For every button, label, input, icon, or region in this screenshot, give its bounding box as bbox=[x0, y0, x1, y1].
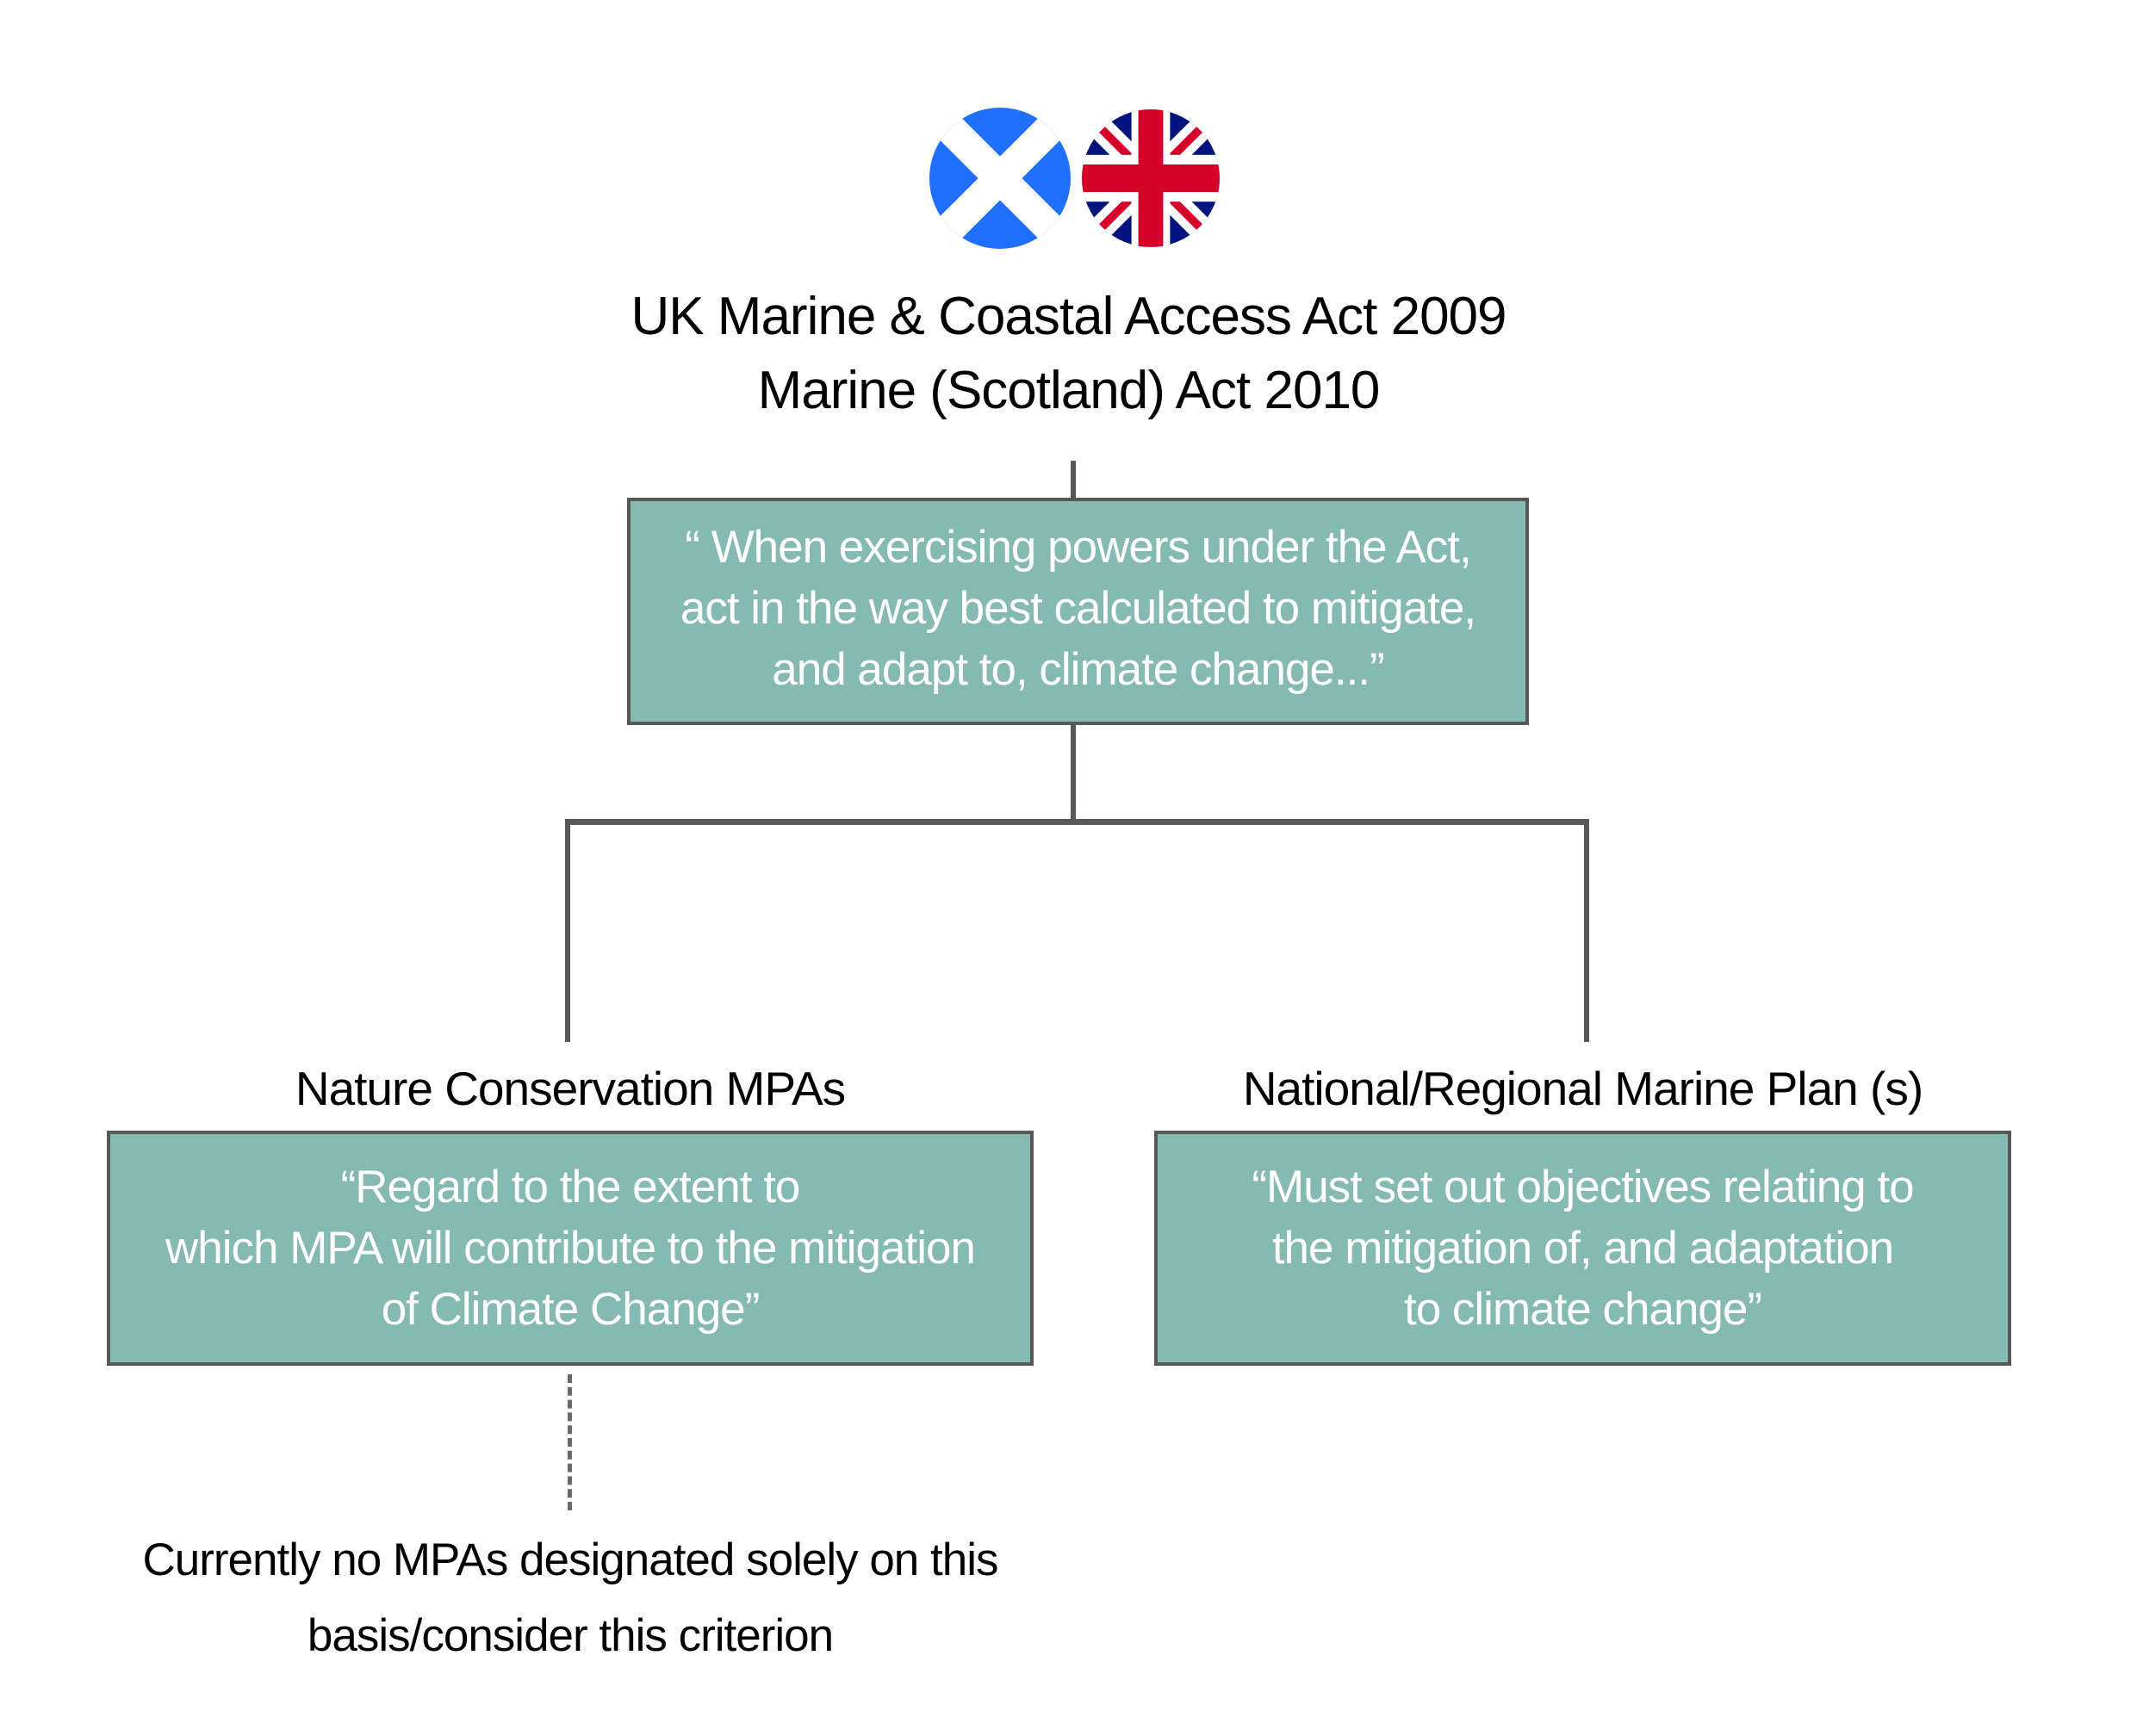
dashed-connector bbox=[568, 1374, 576, 1510]
title-line-1: UK Marine & Coastal Access Act 2009 bbox=[631, 287, 1506, 346]
mpa-quote-box: “Regard to the extent to which MPA will … bbox=[107, 1131, 1034, 1366]
connector-horizontal bbox=[565, 819, 1589, 825]
mpa-quote-text: “Regard to the extent to which MPA will … bbox=[165, 1162, 976, 1335]
root-quote-text: “ When exercising powers under the Act, … bbox=[680, 521, 1476, 695]
heading-nature-conservation-mpas: Nature Conservation MPAs bbox=[295, 1062, 846, 1115]
connector-title-root bbox=[1071, 461, 1076, 499]
connector-root-down bbox=[1071, 725, 1076, 824]
marine-plan-quote-box: “Must set out objectives relating to the… bbox=[1154, 1131, 2011, 1366]
connector-right-branch bbox=[1584, 819, 1589, 1042]
uk-flag-icon bbox=[1082, 109, 1220, 247]
root-quote-box: “ When exercising powers under the Act, … bbox=[627, 498, 1529, 725]
marine-plan-quote-text: “Must set out objectives relating to the… bbox=[1252, 1162, 1914, 1335]
mpa-note: Currently no MPAs designated solely on t… bbox=[142, 1534, 999, 1661]
heading-marine-plans: National/Regional Marine Plan (s) bbox=[1242, 1062, 1923, 1115]
title-line-2: Marine (Scotland) Act 2010 bbox=[757, 361, 1381, 420]
scotland-flag-icon bbox=[929, 108, 1071, 249]
connector-left-branch bbox=[565, 819, 570, 1042]
